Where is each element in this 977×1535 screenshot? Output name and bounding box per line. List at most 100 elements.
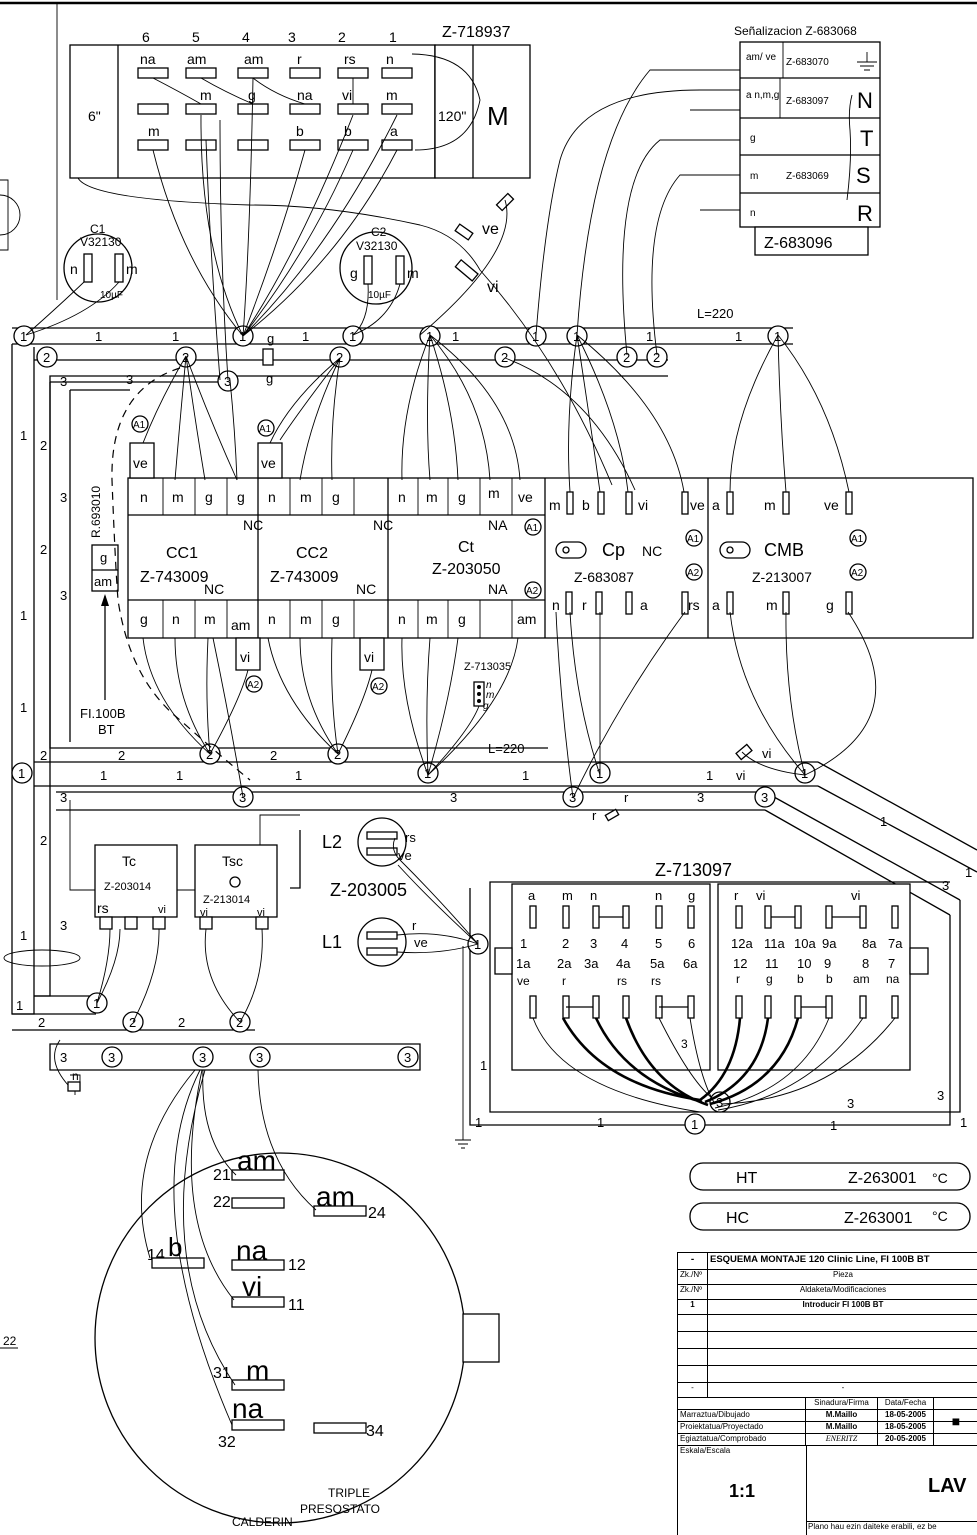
contactor-pin: g <box>458 611 466 627</box>
signal-tag: a n,m,g <box>746 90 779 101</box>
title-block: - ESQUEMA MONTAJE 120 Clinic Line, FI 10… <box>677 1252 977 1535</box>
bus-number: 2 <box>40 748 47 763</box>
bus-number: 2 <box>40 833 47 848</box>
capacitor-value: 10µF <box>100 290 123 301</box>
signal-letter: R <box>857 201 873 226</box>
pressostat-title: TRIPLE <box>328 1486 370 1500</box>
terminal-circle <box>525 325 547 347</box>
contactor-extra: ve <box>133 455 148 471</box>
connector-pin: g <box>483 701 489 712</box>
contactor-pin: n <box>140 489 148 505</box>
terminal-number: 1 <box>532 329 539 344</box>
fuse-ve: ve <box>454 192 515 241</box>
pressostat-num: 24 <box>368 1205 386 1222</box>
contactor-pin: m <box>426 611 438 627</box>
timer-sub: 1a <box>516 956 531 971</box>
marker-a2: A2 <box>372 682 385 693</box>
contactor-nc: NC <box>243 517 263 533</box>
bus-number: 1 <box>295 768 302 783</box>
thermostat-pin: vi <box>158 904 166 916</box>
tb-fecha: Data/Fecha <box>878 1397 934 1409</box>
note-bt: BT <box>98 722 115 737</box>
marker-a2: A2 <box>526 586 539 597</box>
side-number: 22 <box>3 1334 17 1348</box>
tb-date: 18-05-2005 <box>878 1421 934 1433</box>
timer-top: vi <box>756 888 766 903</box>
timer-sub: 7 <box>888 956 895 971</box>
timer-num: 5 <box>655 936 662 951</box>
contactor-pin: m <box>172 489 184 505</box>
timer-code: Z-713097 <box>655 860 732 880</box>
tb-title: ESQUEMA MONTAJE 120 Clinic Line, FI 100B… <box>710 1254 930 1265</box>
terminal-circle <box>192 1046 214 1068</box>
capacitor-name: C1 <box>90 222 106 236</box>
timer-num: 2 <box>562 936 569 951</box>
pressostat-subtitle: PRESOSTATO <box>300 1502 380 1516</box>
signal-title: Señalizacion Z-683068 <box>734 24 857 38</box>
motor-wire-label: g <box>248 87 256 103</box>
capacitor-code: V32130 <box>356 239 398 253</box>
contactor-extra: vi <box>240 649 250 665</box>
timer-num: 8a <box>862 936 877 951</box>
terminal-number: 3 <box>224 374 231 389</box>
capacitor-c1: C1 V32130 n m 10µF <box>63 222 138 303</box>
lamp-wire: r <box>412 918 417 933</box>
wire-label-vi: vi <box>762 746 772 761</box>
bus-middle: L=220 <box>34 741 818 891</box>
tb-zk: Zk./Nº <box>678 1269 708 1284</box>
connector-code: Z-713035 <box>464 661 511 673</box>
bus-number: 3 <box>937 1088 944 1103</box>
thermo-unit: °C <box>932 1208 948 1224</box>
terminal-number: 2 <box>43 350 50 365</box>
timer-num: 1 <box>520 936 527 951</box>
contactor-pin: g <box>458 489 466 505</box>
thermo-code: Z-263001 <box>844 1210 913 1227</box>
contactor-name: Cp <box>602 540 625 560</box>
motor-left-cap: 6" <box>88 108 101 124</box>
motor-wire-label: na <box>140 51 156 67</box>
bus-number: 3 <box>126 372 133 387</box>
terminal-number: 1 <box>20 329 27 344</box>
motor-wire-label: vi <box>342 87 352 103</box>
timer-sub: 4a <box>616 956 631 971</box>
bus-number: 3 <box>60 374 67 389</box>
timer-col: r <box>736 972 740 986</box>
bus-number: 3 <box>60 790 67 805</box>
timer-sub: 5a <box>650 956 665 971</box>
wire-label-vi: vi <box>736 768 746 783</box>
timer-col: b <box>826 972 833 986</box>
timer-sub: 11 <box>765 956 779 971</box>
lamp-name: L2 <box>322 832 342 852</box>
timer-num: 9a <box>822 936 837 951</box>
motor-wire-label: m <box>386 87 398 103</box>
bus-number: 1 <box>735 329 742 344</box>
contactor-pin: n <box>398 489 406 505</box>
bus-number: 1 <box>475 1115 482 1130</box>
lamps: L2 rs ve Z-203005 L1 r ve <box>322 817 428 967</box>
motor-pin-number: 1 <box>389 29 397 45</box>
contactor-na: NA <box>488 517 508 533</box>
timer-block: Z-713097 a m n n g 1 2 3 4 5 6 1a 2a 3a … <box>494 860 929 1113</box>
lamp-code: Z-203005 <box>330 880 407 900</box>
contactor-nc: NC <box>356 581 376 597</box>
contactor-pin: m <box>300 611 312 627</box>
bus-number: 1 <box>522 768 529 783</box>
terminal-number: 1 <box>18 766 25 781</box>
motor-wire-label: b <box>344 123 352 139</box>
thermostat-pin: vi <box>200 907 208 919</box>
timer-col: am <box>853 972 870 986</box>
contactor-pin: a <box>712 597 720 613</box>
timer-num: 4 <box>621 936 628 951</box>
motor-wire-label: am <box>187 51 206 67</box>
wire-label-r: r <box>624 790 629 805</box>
motor-wire-label: a <box>390 123 398 139</box>
terminal-number: 2 <box>206 747 213 762</box>
motor-pin-number: 4 <box>242 29 250 45</box>
signal-bottom-code: Z-683096 <box>764 235 833 252</box>
timer-col: b <box>797 972 804 986</box>
terminal-circle <box>754 786 776 808</box>
bus-bottom-left <box>12 995 421 1071</box>
contactor-pin: vi <box>638 497 648 513</box>
tb-scale: 1:1 <box>728 1481 755 1501</box>
pressostat-wire: na <box>232 1393 264 1424</box>
